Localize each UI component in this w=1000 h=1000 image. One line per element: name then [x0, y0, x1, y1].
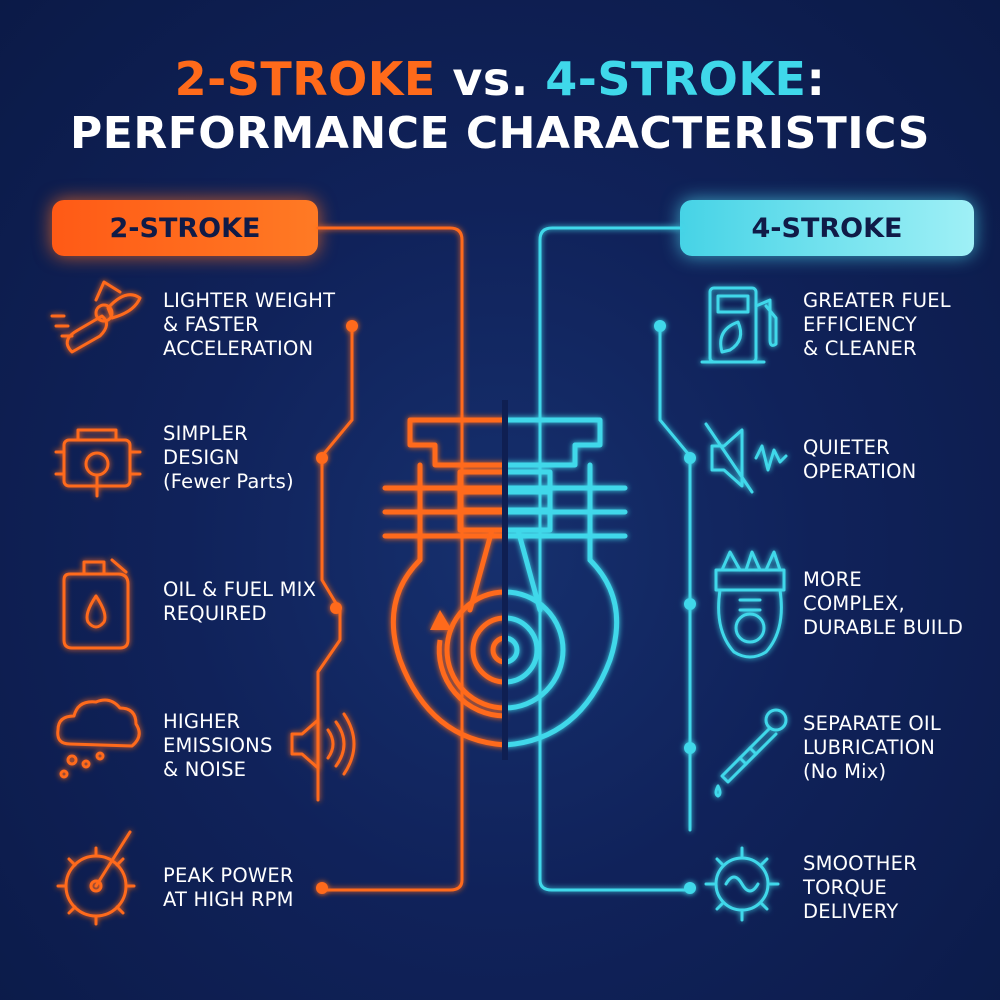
muted-speaker-icon: [704, 422, 788, 494]
gear-gauge-icon: [56, 830, 136, 926]
gear-wave-icon: [704, 846, 780, 922]
left-feature-2-line-2: DESIGN: [163, 446, 240, 469]
right-feature-5-line-1: SMOOTHER: [803, 852, 917, 875]
left-feature-4-line-1: HIGHER: [163, 710, 241, 733]
left-feature-1-line-1: LIGHTER WEIGHT: [163, 289, 336, 312]
right-feature-5-line-2: TORQUE: [803, 876, 887, 899]
title-line-1: 2-STROKE vs. 4-STROKE:: [0, 52, 1000, 106]
right-feature-2: QUIETER OPERATION: [803, 436, 916, 484]
smoke-cloud-icon: [56, 698, 141, 779]
right-feature-1-line-2: EFFICIENCY: [803, 313, 917, 336]
left-feature-1-line-3: ACCELERATION: [163, 337, 314, 360]
right-feature-4-line-1: SEPARATE OIL: [803, 712, 941, 735]
title-colon: :: [806, 52, 826, 106]
left-feature-4: HIGHER EMISSIONS & NOISE: [163, 710, 273, 782]
left-feature-2-line-1: SIMPLER: [163, 422, 248, 445]
right-feature-4: SEPARATE OIL LUBRICATION (No Mix): [803, 712, 941, 784]
left-feature-3-line-1: OIL & FUEL MIX: [163, 578, 317, 601]
title-4-stroke: 4-STROKE: [545, 52, 807, 106]
left-feature-3-line-2: REQUIRED: [163, 602, 267, 625]
left-feature-5-line-2: AT HIGH RPM: [163, 888, 294, 911]
fuel-pump-leaf-icon: [700, 286, 778, 364]
right-feature-3-line-3: DURABLE BUILD: [803, 616, 964, 639]
speaker-sound-icon: [290, 712, 356, 776]
right-feature-3-line-1: MORE: [803, 568, 862, 591]
fuel-canister-icon: [62, 558, 130, 650]
right-feature-4-line-2: LUBRICATION: [803, 736, 936, 759]
left-feature-5: PEAK POWER AT HIGH RPM: [163, 864, 294, 912]
left-feature-4-line-2: EMISSIONS: [163, 734, 273, 757]
right-feature-1-line-1: GREATER FUEL: [803, 289, 951, 312]
right-feature-5-line-3: DELIVERY: [803, 900, 899, 923]
left-feature-1: LIGHTER WEIGHT & FASTER ACCELERATION: [163, 289, 335, 361]
left-feature-2: SIMPLER DESIGN (Fewer Parts): [163, 422, 294, 494]
title-vs: vs.: [435, 52, 546, 106]
badge-4-stroke: 4-STROKE: [680, 200, 974, 256]
right-connector-lines: [538, 226, 692, 892]
right-feature-2-line-2: OPERATION: [803, 460, 917, 483]
left-feature-3: OIL & FUEL MIX REQUIRED: [163, 578, 316, 626]
engine-block-icon: [54, 428, 142, 498]
right-feature-3: MORE COMPLEX, DURABLE BUILD: [803, 568, 963, 640]
right-feature-2-line-1: QUIETER: [803, 436, 890, 459]
complex-engine-icon: [714, 550, 786, 659]
right-feature-3-line-2: COMPLEX,: [803, 592, 905, 615]
left-connector-dots: [316, 320, 358, 894]
right-feature-5: SMOOTHER TORQUE DELIVERY: [803, 852, 917, 924]
title-2-stroke: 2-STROKE: [174, 52, 436, 106]
title-line-2: PERFORMANCE CHARACTERISTICS: [70, 108, 930, 159]
left-feature-1-line-2: & FASTER: [163, 313, 259, 336]
left-feature-4-line-3: & NOISE: [163, 758, 247, 781]
right-feature-1-line-3: & CLEANER: [803, 337, 917, 360]
left-connector-lines: [316, 226, 464, 892]
badge-2-stroke: 2-STROKE: [52, 200, 318, 256]
right-connector-dots: [654, 320, 696, 894]
oil-dipstick-icon: [714, 708, 788, 798]
propeller-icon: [50, 280, 142, 354]
split-engine-icon: [385, 400, 625, 760]
left-feature-5-line-1: PEAK POWER: [163, 864, 294, 887]
right-feature-4-line-3: (No Mix): [803, 760, 887, 783]
right-feature-1: GREATER FUEL EFFICIENCY & CLEANER: [803, 289, 951, 361]
left-feature-2-line-3: (Fewer Parts): [163, 470, 294, 493]
